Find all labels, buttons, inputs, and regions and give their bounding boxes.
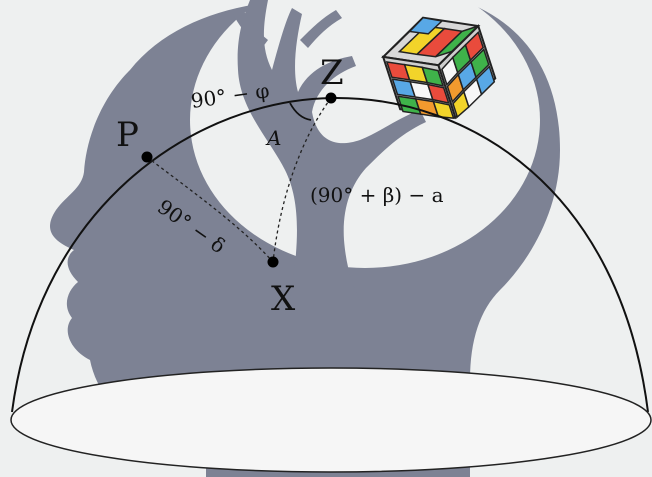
zenith-label: Z xyxy=(320,53,344,93)
arc-zenith-to-star xyxy=(272,97,332,263)
star-label: X xyxy=(271,279,296,319)
cube-right-face xyxy=(437,24,497,120)
pole-label: P xyxy=(116,115,139,155)
pole-point xyxy=(141,151,153,163)
cube-left-face xyxy=(381,55,457,120)
zenith-point xyxy=(325,92,337,104)
arc-label-zenith-star: (90° + β) − a xyxy=(310,183,444,207)
rubiks-cube-illustration xyxy=(381,16,497,120)
arc-pole-to-star xyxy=(146,156,274,263)
tree-branch-left xyxy=(232,8,268,48)
tree-trunk-shape xyxy=(237,0,426,300)
cube-top-face xyxy=(381,16,481,67)
horizon-plane xyxy=(10,367,652,473)
tree-branch-right xyxy=(300,10,342,48)
angle-a-label: A xyxy=(265,126,281,150)
angle-a-marker xyxy=(289,102,312,121)
star-point xyxy=(267,256,279,268)
